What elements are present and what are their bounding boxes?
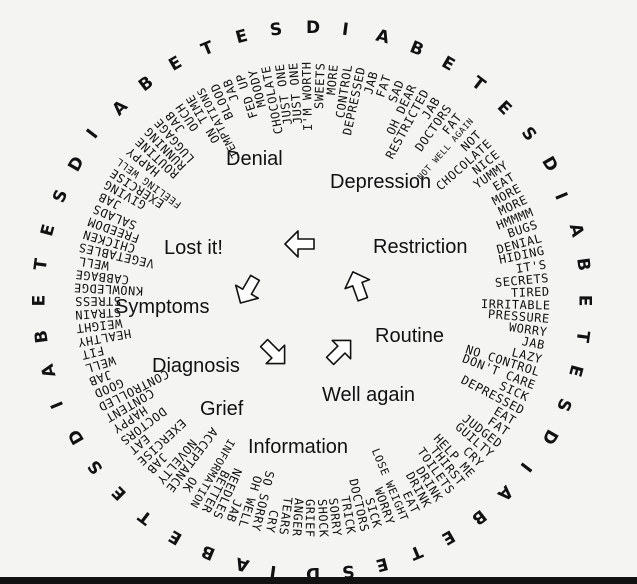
ring-letter: E xyxy=(374,552,391,575)
ring-letter: B xyxy=(198,540,219,564)
stage-depression: Depression xyxy=(330,171,432,193)
ring-letter: E xyxy=(107,482,131,505)
ring-letter: A xyxy=(374,25,393,49)
ring-letter: B xyxy=(135,72,158,97)
ring-letter: S xyxy=(552,395,576,415)
down-left-arrow-icon xyxy=(223,265,272,314)
stage-symptoms: Symptoms xyxy=(115,296,210,318)
ring-letter: D xyxy=(64,425,90,448)
ring-letter: D xyxy=(536,425,562,448)
ring-letter: E xyxy=(438,52,459,77)
ring-letter: B xyxy=(406,37,427,61)
stage-information: Information xyxy=(248,436,349,458)
stage-routine: Routine xyxy=(375,325,444,347)
ring-letter: B xyxy=(571,257,594,273)
ring-letter: A xyxy=(564,221,588,239)
stage-lost-it: Lost it! xyxy=(164,237,223,259)
left-arrow-icon xyxy=(282,226,318,262)
up-arrow-icon xyxy=(335,263,381,309)
ring-letter: B xyxy=(31,328,54,344)
ring-letter: E xyxy=(438,524,459,549)
ring-letter: I xyxy=(83,126,103,144)
ring-letter: T xyxy=(406,540,426,564)
ring-letter: E xyxy=(563,362,587,380)
ring-letter: T xyxy=(466,72,489,96)
ring-letter: A xyxy=(38,362,61,380)
ring-letter: E xyxy=(165,52,186,77)
stage-grief: Grief xyxy=(200,398,244,420)
stage-denial: Denial xyxy=(226,148,283,170)
ring-letter: T xyxy=(30,257,53,272)
ring-letter: E xyxy=(165,524,186,549)
ring-letter: S xyxy=(269,19,284,42)
ring-letter: E xyxy=(29,294,50,307)
ring-letter: D xyxy=(306,18,321,38)
ring-letter: E xyxy=(233,26,250,49)
stage-diagnosis: Diagnosis xyxy=(152,355,240,377)
ring-letter: A xyxy=(108,96,132,120)
ring-letter: E xyxy=(574,294,595,307)
up-right-arrow-icon xyxy=(315,326,366,377)
spoke-word: SHOCK xyxy=(314,498,331,538)
ring-letter: E xyxy=(493,96,516,119)
ring-letter: T xyxy=(198,37,217,61)
ring-letter: I xyxy=(550,189,572,203)
ring-letter: I xyxy=(515,457,536,475)
ring-letter: S xyxy=(84,455,108,478)
down-right-arrow-icon xyxy=(249,328,300,379)
ring-letter: S xyxy=(516,123,540,146)
ring-letter: A xyxy=(233,552,251,576)
ring-letter: A xyxy=(493,481,517,505)
bottom-border xyxy=(0,577,637,584)
ring-letter: T xyxy=(571,329,593,344)
spoke-word: STRESS xyxy=(74,294,121,309)
ring-letter: E xyxy=(37,221,60,239)
spoke-word: GRIEF xyxy=(303,498,318,538)
ring-letter: S xyxy=(48,186,72,206)
ring-letter: I xyxy=(340,19,350,41)
ring-letter: T xyxy=(135,505,157,529)
stage-restriction: Restriction xyxy=(373,236,468,258)
ring-letter: D xyxy=(536,153,562,176)
ring-letter: I xyxy=(46,398,68,412)
stage-well-again: Well again xyxy=(322,384,416,406)
ring-letter: D xyxy=(64,153,90,176)
ring-letter: B xyxy=(467,504,490,529)
